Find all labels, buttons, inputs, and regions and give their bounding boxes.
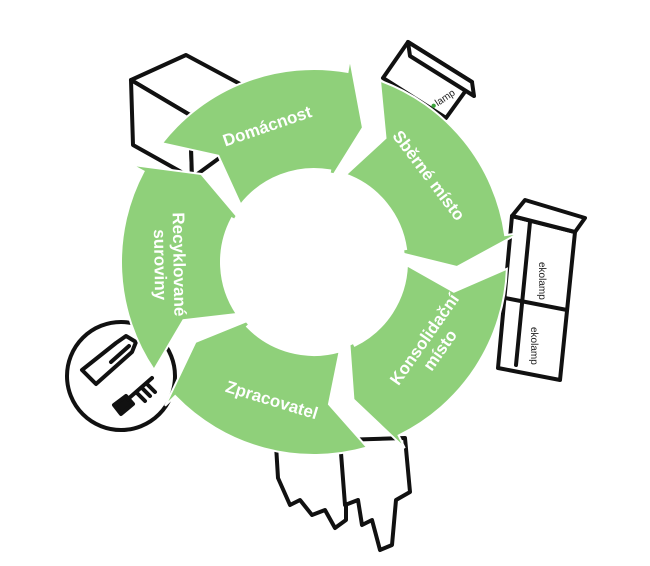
- brand-logo-text-lower: ekolamp: [528, 327, 539, 365]
- segment-recyklovane-suroviny: [120, 163, 246, 372]
- segment-sberne-misto: [343, 79, 520, 269]
- segment-zpracovatel: [164, 315, 369, 456]
- collection-box-icon: ek●lamp: [381, 40, 476, 120]
- step-label-line: Recyklované: [169, 212, 190, 316]
- cycle-ring: [120, 57, 520, 456]
- cycle-center: [223, 171, 405, 353]
- segment-domacnost: [160, 57, 364, 207]
- factory-icon: [274, 436, 412, 552]
- segment-konsolidacni-misto: [347, 263, 508, 449]
- step-label-line: suroviny: [150, 229, 170, 301]
- brand-logo-text-upper: ekolamp: [536, 262, 547, 300]
- container-stack-icon: ekolamp ekolamp: [496, 198, 587, 382]
